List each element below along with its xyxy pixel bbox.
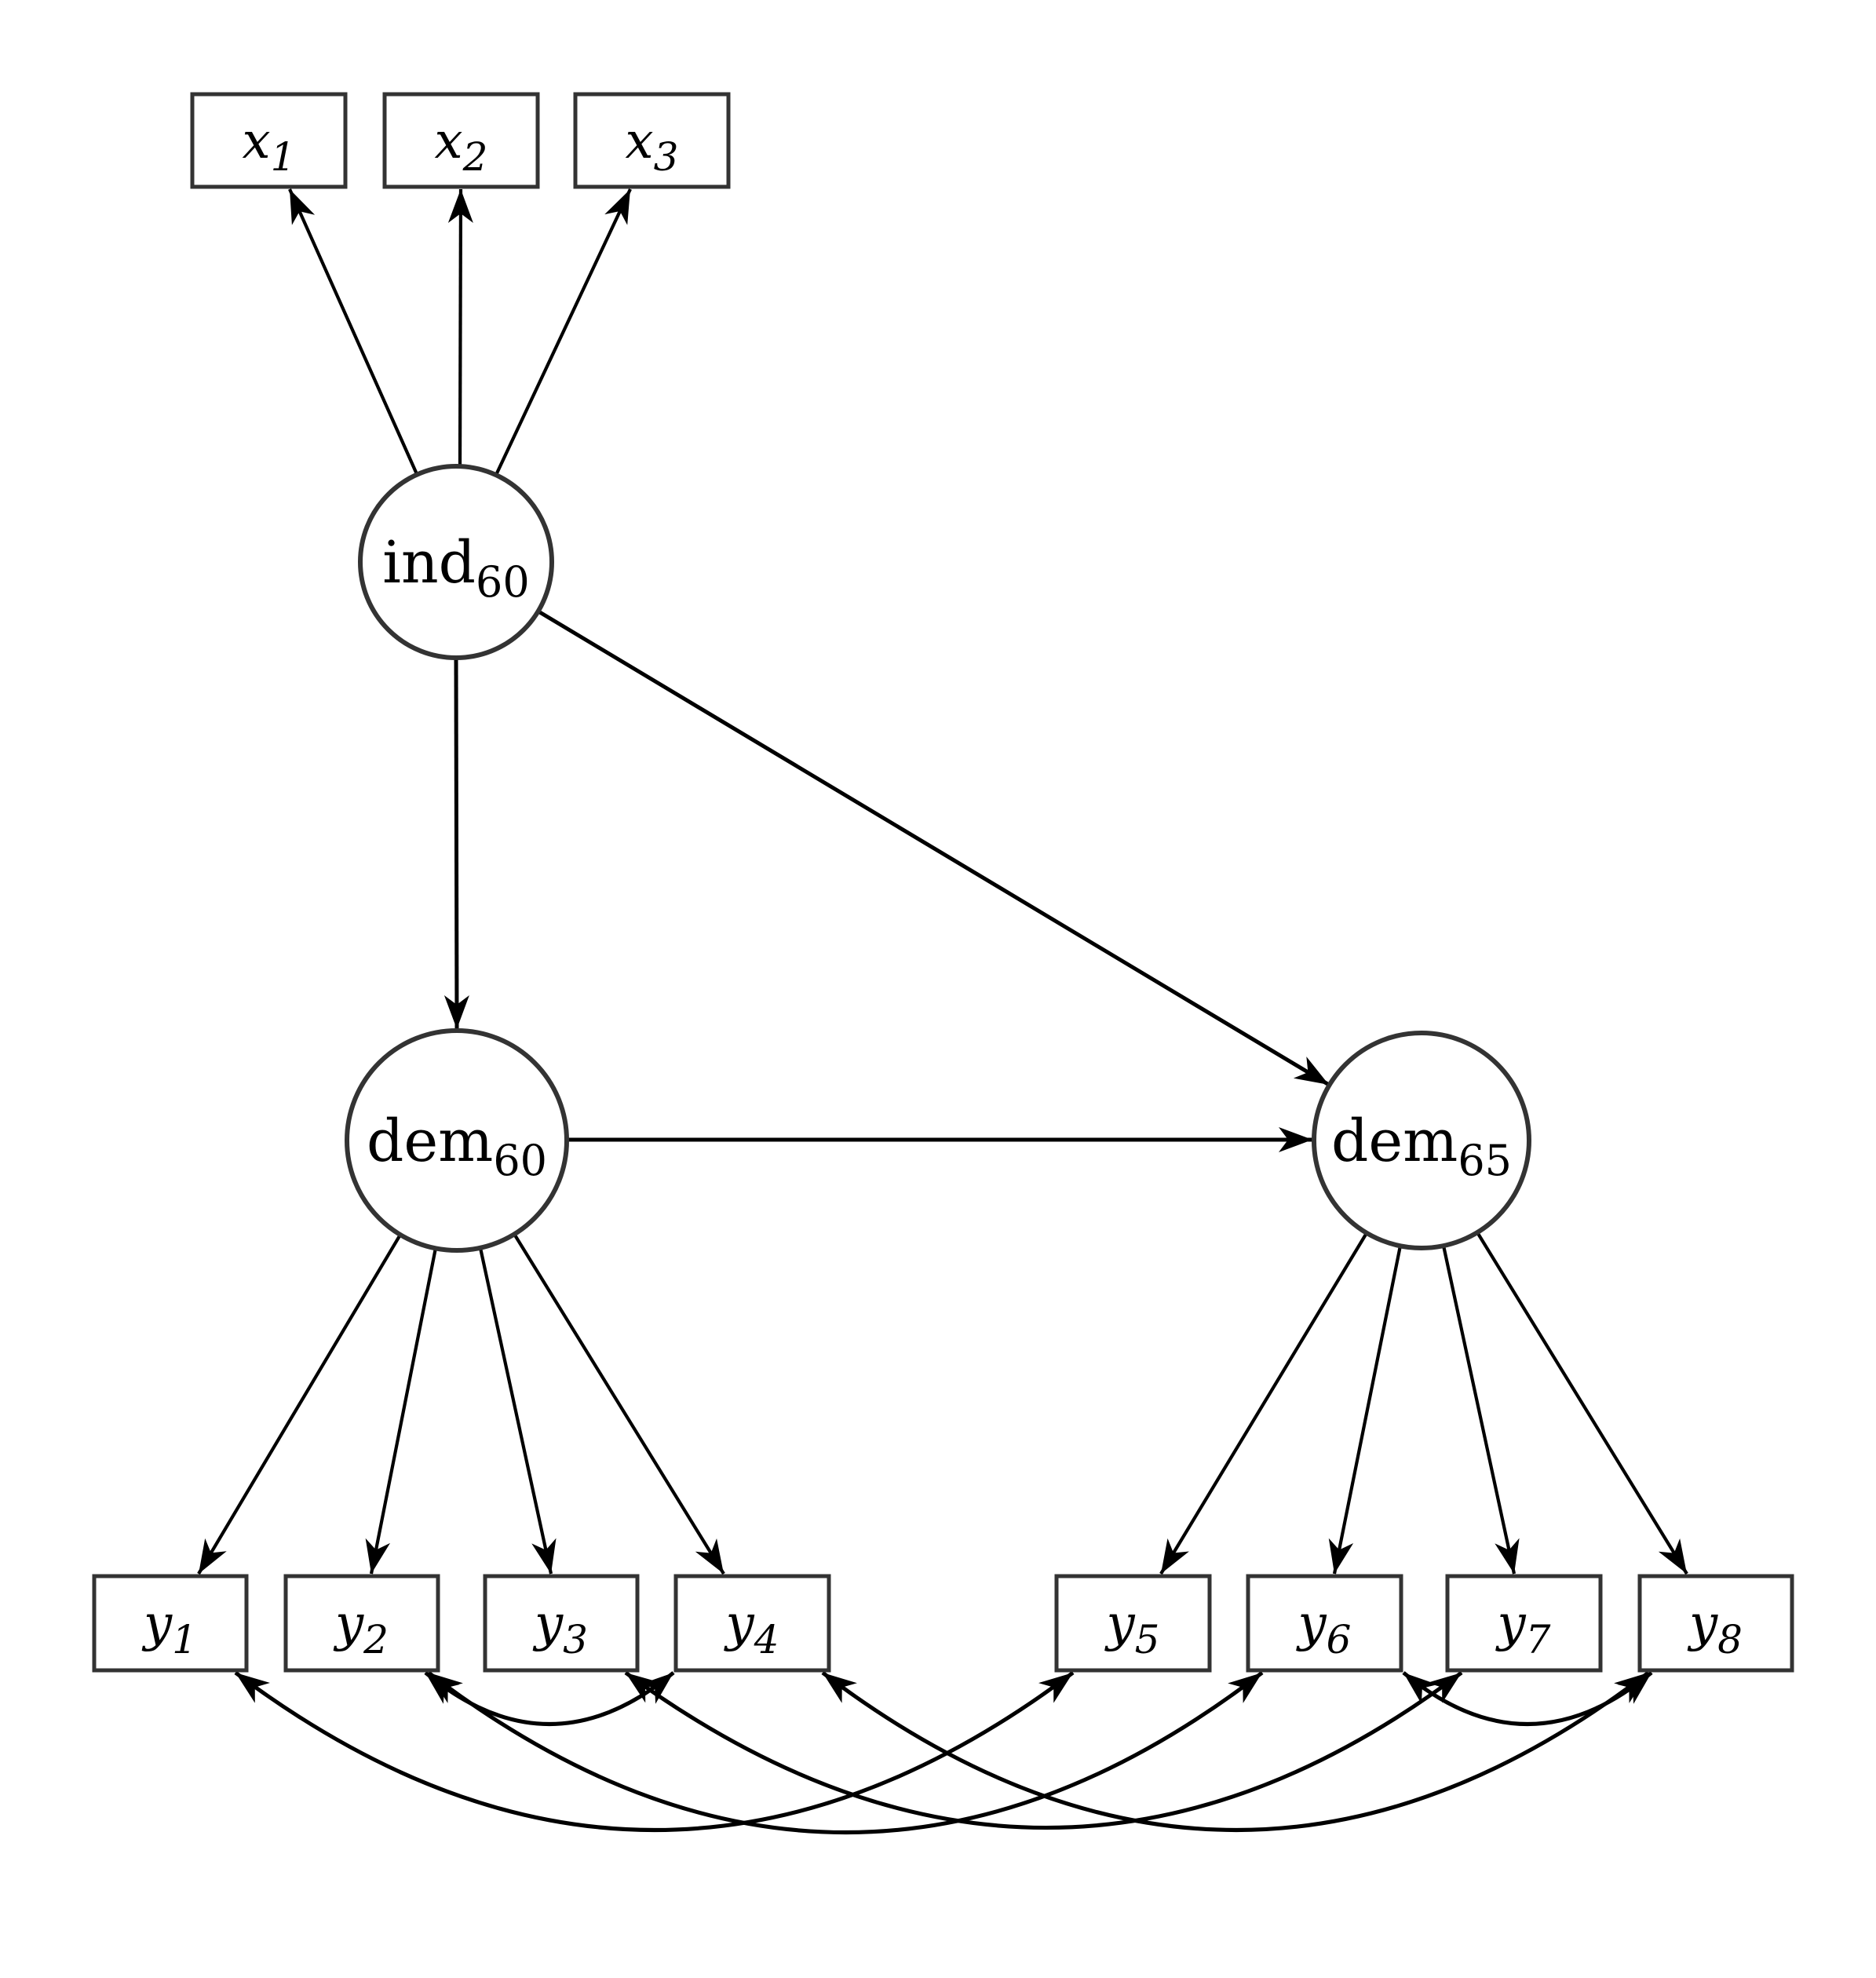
edge-dem60-y3	[478, 1247, 557, 1575]
node-label-x1: x1	[243, 112, 296, 180]
observed-node-y3	[483, 1574, 640, 1673]
node-label-y8: y8	[1687, 1595, 1743, 1662]
observed-node-y8	[1637, 1574, 1794, 1673]
latent-node-dem65	[1312, 1031, 1531, 1250]
covariance-y2-y6	[427, 1671, 1264, 1834]
edge-dem65-y5	[1159, 1232, 1368, 1575]
observed-node-y7	[1445, 1574, 1603, 1673]
edge-dem60-y1	[197, 1233, 402, 1575]
node-label-y2: y2	[333, 1595, 389, 1662]
node-label-y3: y3	[532, 1595, 588, 1662]
node-label-y4: y4	[724, 1595, 779, 1662]
node-label-y1: y1	[141, 1595, 197, 1662]
observed-node-y6	[1246, 1574, 1403, 1673]
node-label-dem65: dem65	[1331, 1108, 1512, 1185]
covariance-y3-y7	[624, 1670, 1463, 1830]
covariance-y6-y8	[1402, 1671, 1653, 1726]
observed-node-x2	[382, 92, 540, 189]
observed-node-x1	[190, 92, 348, 189]
edge-ind60-dem65	[537, 609, 1330, 1087]
node-label-ind60: ind60	[382, 529, 529, 607]
edge-dem65-y6	[1328, 1245, 1403, 1575]
covariance-y4-y8	[821, 1671, 1650, 1832]
latent-node-ind60	[358, 464, 554, 660]
edge-dem65-y8	[1476, 1231, 1688, 1575]
observed-node-x3	[573, 92, 731, 189]
observed-node-y2	[283, 1574, 440, 1673]
node-label-x3: x3	[626, 112, 679, 180]
edge-ind60-x1	[288, 188, 418, 475]
node-label-y6: y6	[1296, 1595, 1352, 1662]
edge-dem60-y4	[513, 1232, 725, 1575]
node-label-y5: y5	[1104, 1595, 1160, 1662]
node-label-dem60: dem60	[367, 1108, 547, 1185]
edge-ind60-x2	[447, 188, 473, 467]
edge-ind60-x3	[495, 188, 632, 476]
observed-node-y4	[673, 1574, 831, 1673]
observed-node-y1	[92, 1574, 249, 1673]
node-label-y7: y7	[1495, 1595, 1551, 1662]
observed-node-y5	[1054, 1574, 1212, 1673]
edge-dem65-y7	[1441, 1245, 1520, 1575]
edge-ind60-dem60	[443, 657, 469, 1030]
edge-dem60-y2	[365, 1247, 438, 1575]
latent-node-dem60	[345, 1028, 569, 1253]
node-label-x2: x2	[435, 112, 488, 180]
